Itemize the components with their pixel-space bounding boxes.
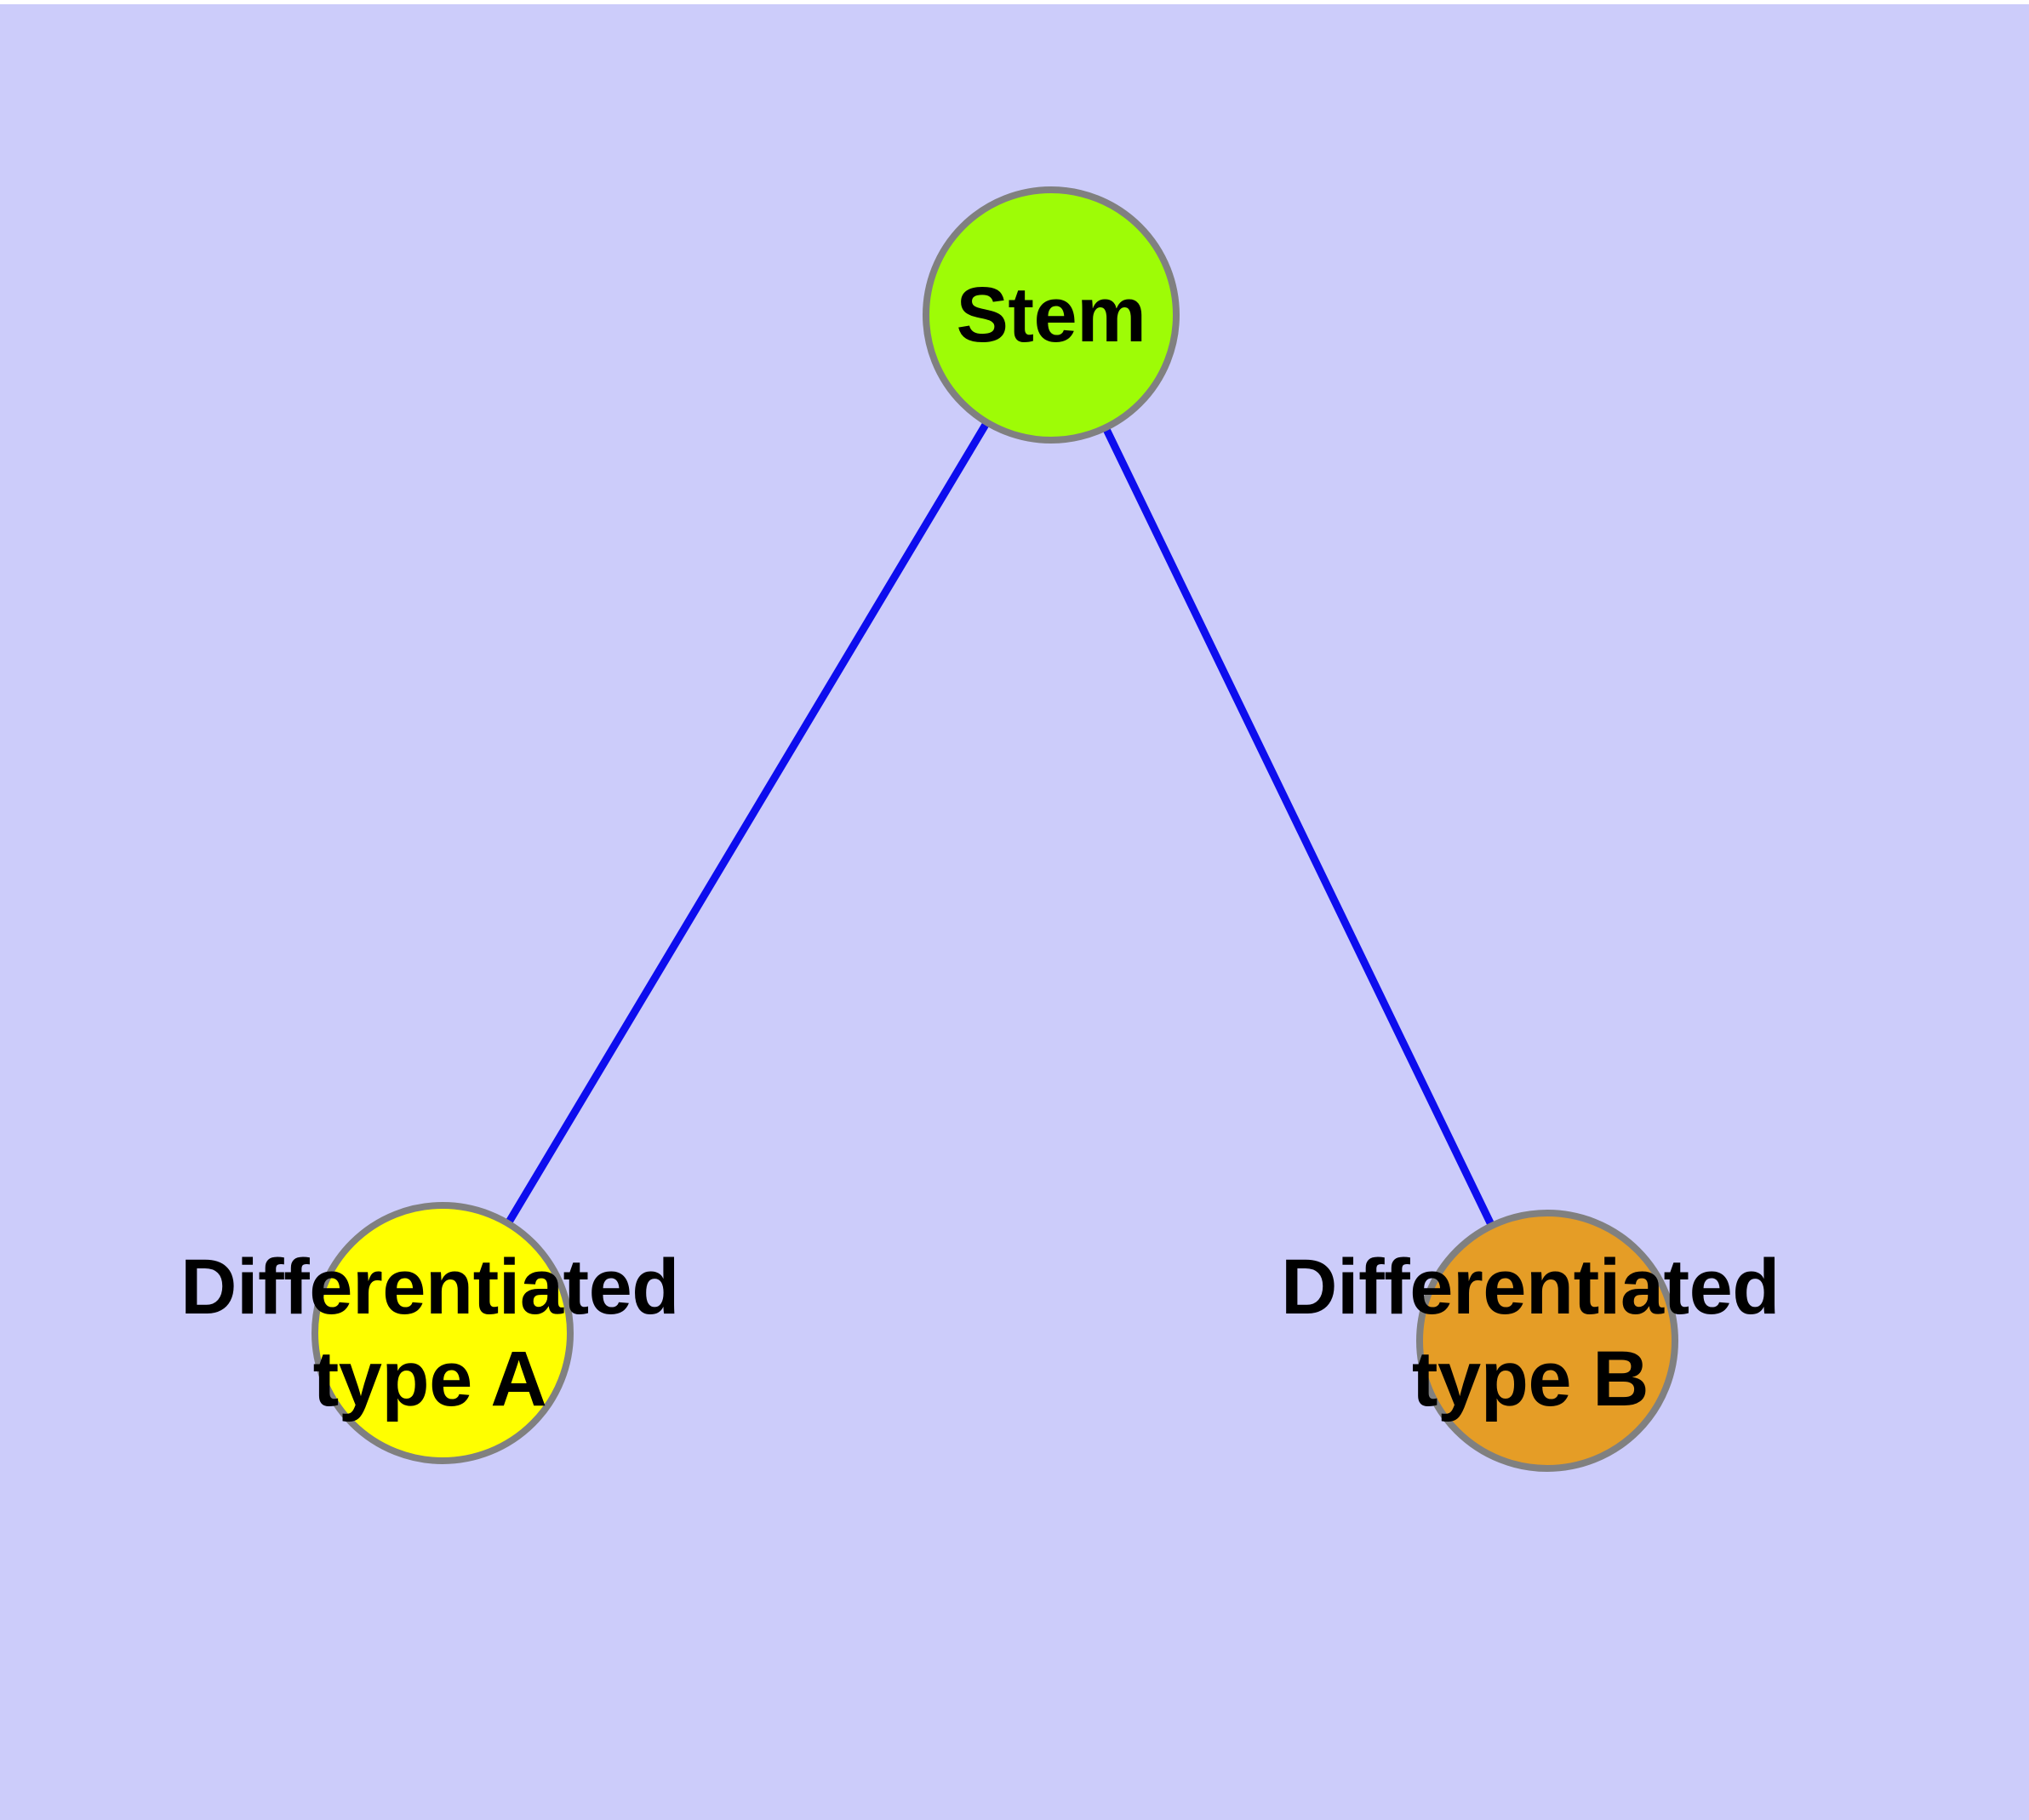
top-white-strip [0,0,2029,4]
edge-stem-to-diff-a[interactable] [438,311,1055,1337]
node-differentiated-type-b[interactable] [1416,1210,1678,1472]
node-differentiated-type-a[interactable] [311,1202,574,1464]
edge-stem-to-diff-b[interactable] [1047,311,1552,1345]
node-layer [311,186,1678,1472]
edge-layer [438,311,1552,1345]
node-stem[interactable] [923,186,1180,444]
